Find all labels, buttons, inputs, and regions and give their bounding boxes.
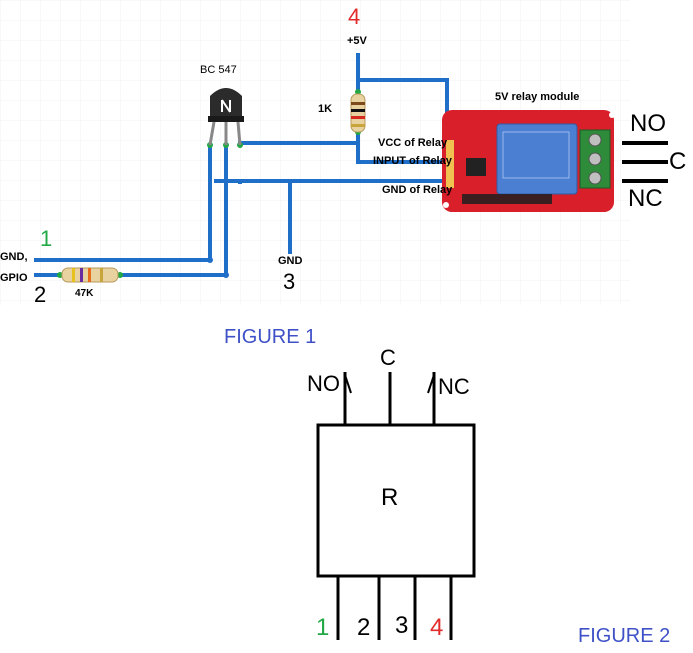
relay-input-label: INPUT of Relay: [373, 155, 452, 167]
relay-vcc-label: VCC of Relay: [378, 137, 448, 149]
pin-marker-4: 4: [348, 4, 361, 29]
pin-marker-2: 2: [34, 282, 47, 307]
transistor-bc547: [208, 88, 244, 146]
fig2-terminal-c-label: C: [380, 345, 396, 370]
pin-marker-1: 1: [40, 226, 53, 251]
terminal-no-label: NO: [630, 110, 666, 137]
resistor-1k: [350, 93, 366, 133]
gnd-bottom-label: GND: [278, 255, 303, 267]
terminal-nc-label: NC: [628, 185, 663, 212]
fig2-terminal-nc-label: NC: [438, 374, 470, 399]
fig2-pin-4: 4: [430, 614, 444, 641]
figure1-wires: [34, 53, 449, 277]
fig2-terminal-no-label: NO: [307, 371, 340, 396]
pin-marker-3: 3: [283, 269, 296, 294]
gpio-label: GPIO: [0, 272, 28, 284]
relay-transistor-chip: [466, 158, 486, 176]
relay-module-label: 5V relay module: [495, 91, 580, 103]
fig2-pin-1: 1: [316, 614, 330, 641]
figure2-caption: FIGURE 2: [578, 625, 671, 647]
transistor-n-icon: [221, 99, 231, 113]
resistor-47k-label: 47K: [75, 288, 94, 299]
supply-5v-label: +5V: [347, 35, 367, 47]
resistor-1k-label: 1K: [318, 103, 333, 115]
fig2-box-label: R: [381, 484, 399, 511]
fig2-pin-2: 2: [357, 614, 371, 641]
resistor-47k: [61, 267, 119, 283]
fig2-pin-3: 3: [395, 612, 409, 639]
figure2-relay-box: [316, 372, 476, 640]
transistor-label: BC 547: [200, 64, 237, 76]
terminal-c-label: C: [669, 148, 687, 175]
relay-module: [442, 110, 615, 212]
relay-header-pins: [446, 140, 454, 188]
figure1-caption: FIGURE 1: [224, 326, 317, 348]
gnd-left-label: GND,: [0, 251, 28, 263]
relay-gnd-label: GND of Relay: [382, 184, 453, 196]
relay-terminal-lines: [622, 141, 668, 183]
